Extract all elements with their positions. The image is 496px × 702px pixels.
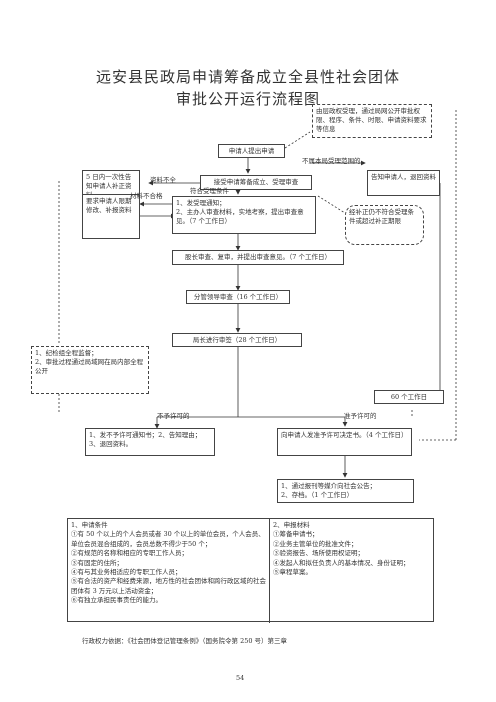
accept-box: 接受申请筹备成立、受理审查: [200, 175, 312, 190]
label-not-in-scope: 不属本局受理范围的: [302, 157, 361, 165]
application-conditions: 1、申请条件 ①有 50 个以上的个人会员或者 30 个以上的单位会员，个人会员…: [71, 521, 266, 605]
application-materials: 2、申报材料 ①筹备申请书； ②业务主管单位的批准文件； ③验资报告、场所使用权…: [273, 521, 410, 577]
sixty-days-box: 60 个工作日: [374, 390, 444, 404]
page-title-line2: 审批公开运行流程图: [175, 90, 320, 108]
review-box: 1、发受理通知； 2、主办人审查材料，实地考察，提出审查意见。（7 个工作日）: [172, 196, 316, 234]
approve-box: 向申请人发准予许可决定书。（4 个工作日）: [277, 428, 412, 456]
page-title-line1: 远安县民政局申请筹备成立全县性社会团体: [95, 68, 400, 86]
leader-review-box: 分管领导审查（16 个工作日）: [186, 290, 290, 304]
supplement-request-box: 要求申请人限期修改、补报资料: [82, 194, 140, 239]
publish-note-box: 由层政权受理，通过局网公开审批权限、程序、条件、时限、申请资料要求等信息: [312, 104, 432, 138]
table-divider: [269, 519, 270, 623]
reject-scope-box: 告知申请人，退回资料: [367, 170, 440, 196]
supervision-note-box: 1、纪检组全程监督； 2、审批过程通过局域网在局内部全程公开: [31, 346, 149, 394]
label-materials-incomplete: 资料不全: [150, 176, 176, 184]
section-review-box: 股长审查、复审，并提出审查意见。（7 个工作日）: [172, 250, 344, 265]
label-approve: 准予许可的: [344, 412, 377, 420]
apply-box: 申请人提出申请: [218, 144, 285, 158]
label-meets-conditions: 符合受理条件: [190, 187, 229, 195]
conditions-table: 1、申请条件 ①有 50 个以上的个人会员或者 30 个以上的单位会员，个人会员…: [67, 518, 434, 623]
legal-basis: 行政权力依据：《社会团体登记管理条例》（国务院令第 250 号）第三章: [82, 637, 288, 645]
label-deny: 不予许可的: [157, 412, 190, 420]
unqualified-note-box: 经补正仍不符合受理条件或超过补正期限: [345, 205, 424, 245]
director-sign-box: 局长进行审签（28 个工作日）: [172, 333, 302, 347]
deny-box: 1、发不予许可通知书；2、告知理由； 3、退回资料。: [85, 428, 215, 456]
label-materials-unqualified: 材料不合格: [130, 192, 163, 200]
announce-box: 1、通过报刊等媒介向社会公告； 2、存档。（1 个工作日）: [277, 479, 414, 503]
page-number: 54: [236, 674, 245, 682]
